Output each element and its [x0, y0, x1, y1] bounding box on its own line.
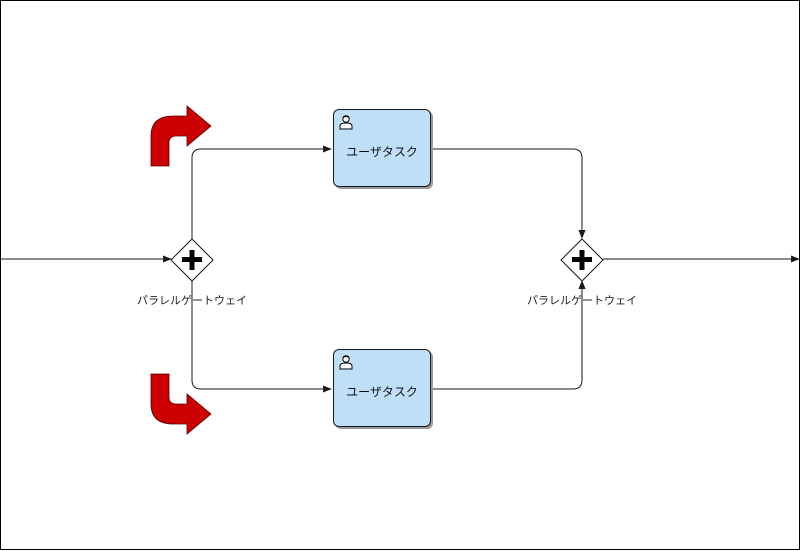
- task-label: ユーザタスク: [346, 145, 418, 159]
- user-task-top[interactable]: ユーザタスク: [333, 109, 431, 187]
- task-label: ユーザタスク: [346, 385, 418, 399]
- split-gateway-label: パラレルゲートウェイ: [137, 294, 247, 307]
- join-parallel-gateway[interactable]: [560, 238, 604, 282]
- turn-right-arrow-icon: [150, 373, 212, 435]
- user-icon: [339, 115, 353, 130]
- join-gateway-label: パラレルゲートウェイ: [527, 294, 637, 307]
- flow-split-to-top-task[interactable]: [191, 145, 332, 239]
- plus-icon: [572, 250, 592, 270]
- plus-icon: [182, 250, 202, 270]
- flow-bottom-task-to-join[interactable]: [433, 280, 586, 390]
- flow-split-to-bottom-task[interactable]: [191, 280, 332, 393]
- flow-top-task-to-join[interactable]: [433, 148, 586, 239]
- turn-right-arrow-icon: [150, 105, 212, 167]
- user-task-bottom[interactable]: ユーザタスク: [333, 349, 431, 427]
- user-icon: [339, 355, 353, 370]
- split-parallel-gateway[interactable]: [170, 238, 214, 282]
